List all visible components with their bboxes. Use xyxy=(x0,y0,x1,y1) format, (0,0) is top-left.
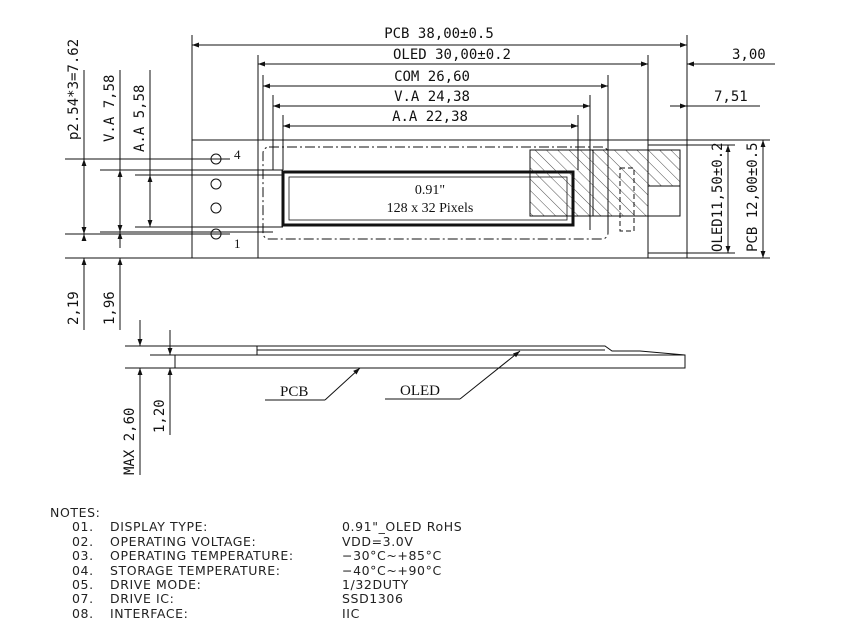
notes-block: NOTES: 01. DISPLAY TYPE: 0.91"_OLED RoHS 0… xyxy=(50,505,462,621)
pcb-height-dim: PCB 12,00±0.5 xyxy=(745,142,761,252)
pin-pitch-dim: p2.54*3=7.62 xyxy=(66,39,82,140)
note-value: −40°C~+90°C xyxy=(342,562,442,578)
oled-height-dim: OLED11,50±0.2 xyxy=(710,142,726,252)
note-value: SSD1306 xyxy=(342,591,404,607)
mechanical-drawing: PCB 38,00±0.5 OLED 30,00±0.2 COM 26,60 V… xyxy=(65,26,775,475)
notes-heading: NOTES: xyxy=(50,505,101,520)
oled-width-dim: OLED 30,00±0.2 xyxy=(393,47,511,63)
note-number: 08. xyxy=(72,605,94,621)
note-label: DISPLAY TYPE: xyxy=(110,519,208,535)
note-number: 02. xyxy=(72,533,94,549)
note-number: 05. xyxy=(72,576,94,592)
note-item: 01. DISPLAY TYPE: 0.91"_OLED RoHS xyxy=(50,519,462,535)
max-thickness-dim: MAX 2,60 xyxy=(122,408,138,475)
note-number: 01. xyxy=(72,519,94,535)
pcb-thickness-dim: 1,20 xyxy=(152,399,168,433)
note-item: 07. DRIVE IC: SSD1306 xyxy=(50,591,403,607)
note-item: 05. DRIVE MODE: 1/32DUTY xyxy=(50,576,408,592)
com-dim: COM 26,60 xyxy=(394,69,470,85)
side-oled-label: OLED xyxy=(400,383,440,399)
bottom-offset-1-dim: 2,19 xyxy=(66,291,82,325)
note-value: IIC xyxy=(342,605,360,621)
right-offset-2-dim: 7,51 xyxy=(714,89,748,105)
note-label: INTERFACE: xyxy=(110,605,189,621)
va-width-dim: V.A 24,38 xyxy=(394,89,470,105)
note-number: 07. xyxy=(72,591,94,607)
note-value: 0.91"_OLED RoHS xyxy=(342,519,463,535)
bottom-offset-2-dim: 1,96 xyxy=(102,291,118,325)
note-label: STORAGE TEMPERATURE: xyxy=(110,562,281,578)
right-offset-1-dim: 3,00 xyxy=(732,47,766,63)
note-label: DRIVE IC: xyxy=(110,591,175,607)
pin-1-label: 1 xyxy=(234,236,241,251)
side-pcb-label: PCB xyxy=(280,384,308,400)
pcb-width-dim: PCB 38,00±0.5 xyxy=(384,26,494,42)
note-label: DRIVE MODE: xyxy=(110,576,202,592)
pin-4-label: 4 xyxy=(234,147,241,162)
aa-width-dim: A.A 22,38 xyxy=(392,109,468,125)
note-value: 1/32DUTY xyxy=(342,576,409,592)
note-number: 03. xyxy=(72,548,94,564)
display-label-resolution: 128 x 32 Pixels xyxy=(387,201,474,216)
aa-height-dim: A.A 5,58 xyxy=(132,85,148,152)
note-item: 08. INTERFACE: IIC xyxy=(50,605,359,621)
note-item: 02. OPERATING VOLTAGE: VDD=3.0V xyxy=(50,533,413,549)
display-label-size: 0.91" xyxy=(415,183,445,198)
note-item: 04. STORAGE TEMPERATURE: −40°C~+90°C xyxy=(50,562,441,578)
note-value: −30°C~+85°C xyxy=(342,548,442,564)
note-label: OPERATING TEMPERATURE: xyxy=(110,548,294,564)
note-number: 04. xyxy=(72,562,94,578)
note-label: OPERATING VOLTAGE: xyxy=(110,533,257,549)
note-value: VDD=3.0V xyxy=(342,533,414,549)
va-height-dim: V.A 7,58 xyxy=(102,75,118,142)
note-item: 03. OPERATING TEMPERATURE: −30°C~+85°C xyxy=(50,548,441,564)
